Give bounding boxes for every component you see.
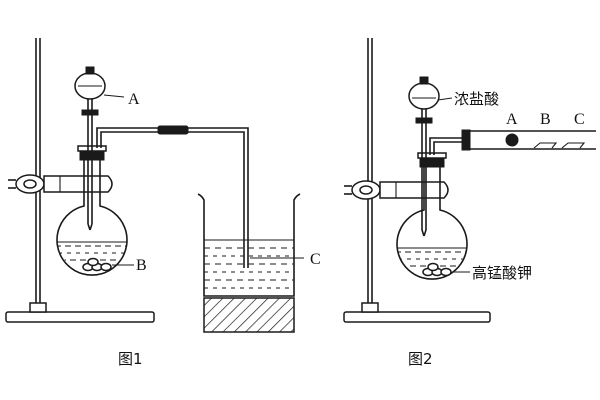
clamp-arm (379, 181, 449, 199)
fig2-label-c: C (574, 111, 585, 128)
figure2-round-bottom-flask (396, 152, 468, 280)
figure1-apparatus: A B C 图1 (5, 38, 321, 368)
figure2-apparatus: 浓盐酸 A B C 高锰酸钾 图2 (343, 38, 596, 368)
stand-base (343, 311, 491, 323)
fig1-label-b: B (136, 257, 147, 274)
label-concentrated-hydrochloric-acid: 浓盐酸 (454, 90, 499, 108)
wooden-block (203, 297, 295, 333)
funnel-stopcock (81, 109, 99, 116)
figure1-separatory-funnel-a (74, 66, 125, 231)
tube-position-a-ball (505, 133, 519, 147)
figure1-iron-stand (5, 38, 155, 323)
fig2-label-a: A (506, 111, 518, 128)
label-potassium-permanganate: 高锰酸钾 (472, 264, 532, 282)
figure2-separatory-funnel (408, 76, 453, 237)
tube-stopper (461, 129, 471, 151)
figure1-beaker-c (197, 193, 304, 333)
figure1-caption: 图1 (118, 350, 143, 368)
figure1-solid-b (82, 257, 112, 272)
figure2-reaction-tube (429, 129, 596, 155)
fig1-label-c: C (310, 251, 321, 268)
figure2-potassium-permanganate-solid (422, 262, 452, 277)
funnel-bulb (408, 82, 440, 110)
fig1-label-a: A (128, 91, 140, 108)
fig2-label-b: B (540, 111, 551, 128)
funnel-stopcock (415, 117, 433, 124)
clamp-arm (43, 175, 113, 193)
rubber-tube (157, 125, 189, 135)
stand-base (5, 311, 155, 323)
figure2-caption: 图2 (408, 350, 433, 368)
tube-position-b-paper (533, 142, 558, 149)
figure1-delivery-tube (96, 125, 249, 268)
tube-position-c-paper (561, 142, 586, 149)
figure2-iron-stand (343, 38, 491, 323)
